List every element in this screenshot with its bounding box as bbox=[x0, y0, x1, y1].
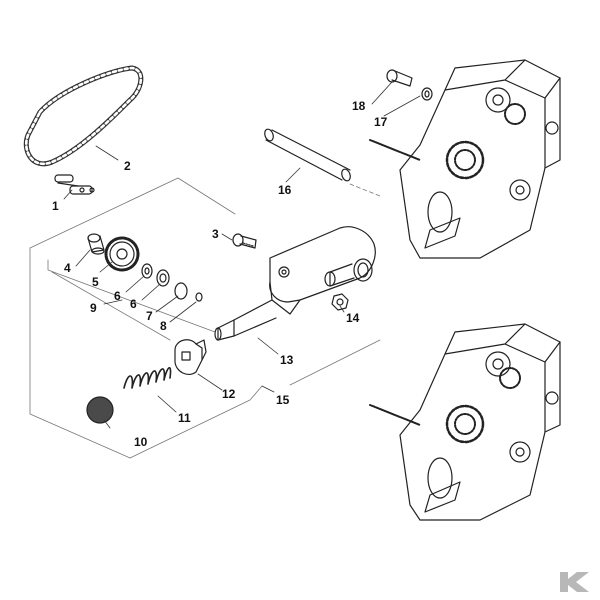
mesh-disc bbox=[86, 396, 114, 424]
part-label-washer-c: 7 bbox=[146, 309, 153, 323]
part-label-cam: 12 bbox=[222, 387, 236, 401]
part-label-mesh-disc: 10 bbox=[134, 435, 148, 449]
sprocket bbox=[104, 236, 140, 272]
washers bbox=[141, 263, 203, 302]
drive-chain bbox=[23, 65, 144, 167]
nut bbox=[331, 293, 349, 311]
chain-link bbox=[54, 174, 95, 195]
part-label-sprocket-set: 9 bbox=[90, 301, 97, 315]
part-label-screw: 3 bbox=[212, 227, 219, 241]
bush bbox=[87, 233, 105, 255]
screw bbox=[232, 233, 257, 249]
part-label-bush: 4 bbox=[64, 261, 71, 275]
part-label-circlip: 8 bbox=[160, 319, 167, 333]
part-label-nut: 14 bbox=[346, 311, 360, 325]
part-label-washer-b: 6 bbox=[130, 297, 137, 311]
part-label-sprocket: 5 bbox=[92, 275, 99, 289]
gearbox-upper bbox=[369, 59, 561, 259]
part-label-1-chain: 2 bbox=[124, 159, 131, 173]
leader-lines bbox=[63, 81, 421, 429]
cam-adjuster bbox=[174, 339, 207, 375]
part-label-washer-a: 6 bbox=[114, 289, 121, 303]
part-label-spring: 11 bbox=[178, 411, 191, 425]
part-label-assembly: 15 bbox=[276, 393, 290, 407]
gearbox-lower bbox=[369, 323, 561, 521]
part-label-washer-small: 17 bbox=[374, 115, 388, 129]
part-label-bolt: 18 bbox=[352, 99, 366, 113]
part-label-chain-link: 1 bbox=[52, 199, 59, 213]
part-label-rod: 16 bbox=[278, 183, 292, 197]
rod bbox=[264, 128, 381, 197]
tensioner-arm bbox=[214, 226, 376, 341]
k-logo-icon bbox=[560, 572, 589, 592]
assembly-frame bbox=[29, 177, 381, 459]
part-label-arm: 13 bbox=[280, 353, 294, 367]
washer-small bbox=[421, 87, 433, 101]
spring bbox=[123, 366, 172, 389]
